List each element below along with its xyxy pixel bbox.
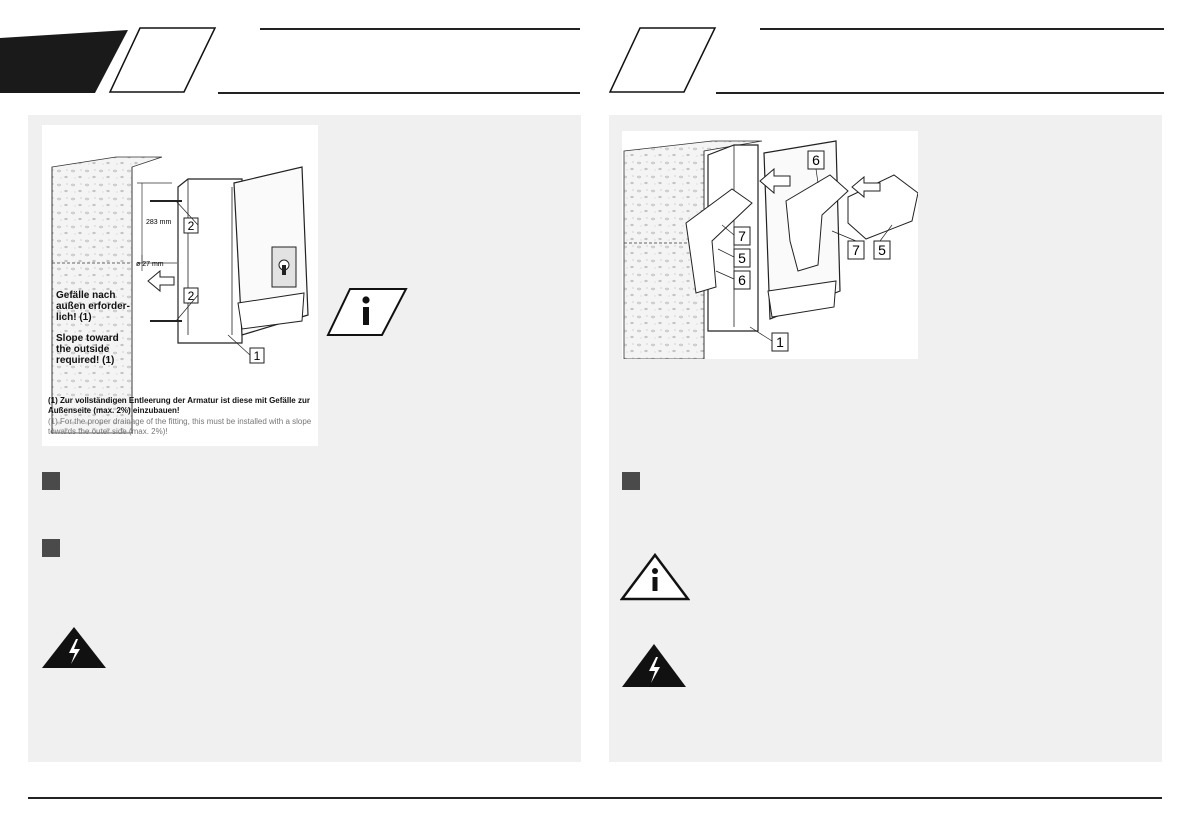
- callout-label: 6: [738, 272, 746, 288]
- info-triangle-icon: [620, 553, 690, 601]
- callout-label: 5: [878, 242, 886, 258]
- info-icon: [326, 288, 408, 336]
- slope-note-de: Gefälle nach außen erforder- lich! (1): [56, 290, 130, 323]
- electrical-hazard-icon: [622, 644, 686, 687]
- section-tab: [0, 30, 128, 93]
- footer-rule: [28, 797, 1162, 799]
- step-marker-b: [42, 539, 60, 557]
- header-rule-top-left: [260, 28, 580, 30]
- callout-label: 7: [738, 228, 746, 244]
- callout-box: [249, 347, 265, 364]
- callout-label: 5: [738, 250, 746, 266]
- callout-label: 6: [812, 152, 820, 168]
- dimension-diameter: ø 27 mm: [136, 261, 164, 268]
- header-rule-bottom-right: [716, 92, 1164, 94]
- callout-label: 7: [852, 242, 860, 258]
- page-header: [0, 27, 717, 93]
- step-marker-c: [622, 472, 640, 490]
- right-figure-drawing: 6 7 5 6 7 5 1: [623, 140, 919, 360]
- callout-box: [183, 217, 199, 234]
- slope-note-en: Slope toward the outside required! (1): [56, 333, 119, 366]
- left-figure-drawing: 2 2 1 283 mm ø 27 mm: [51, 156, 309, 434]
- step-number-box-left: [108, 27, 217, 93]
- callout-label: 2: [188, 219, 195, 233]
- step-marker-a: [42, 472, 60, 490]
- callout-label: 1: [254, 349, 261, 363]
- right-installation-figure: 6 7 5 6 7 5 1: [622, 131, 919, 360]
- callout-label: 2: [188, 289, 195, 303]
- header-rule-bottom-left: [218, 92, 580, 94]
- footnote-en: (1) For the proper drainage of the fitti…: [48, 417, 312, 436]
- callout-label: 1: [776, 334, 784, 350]
- step-number-box-right: [608, 27, 717, 93]
- dimension-283: 283 mm: [146, 219, 171, 226]
- left-installation-figure: 2 2 1 283 mm ø 27 mm Gefälle nach außen …: [42, 125, 318, 446]
- footnote-de: (1) Zur vollständigen Entleerung der Arm…: [48, 396, 310, 415]
- header-rule-top-right: [760, 28, 1164, 30]
- electrical-hazard-icon: [42, 627, 106, 668]
